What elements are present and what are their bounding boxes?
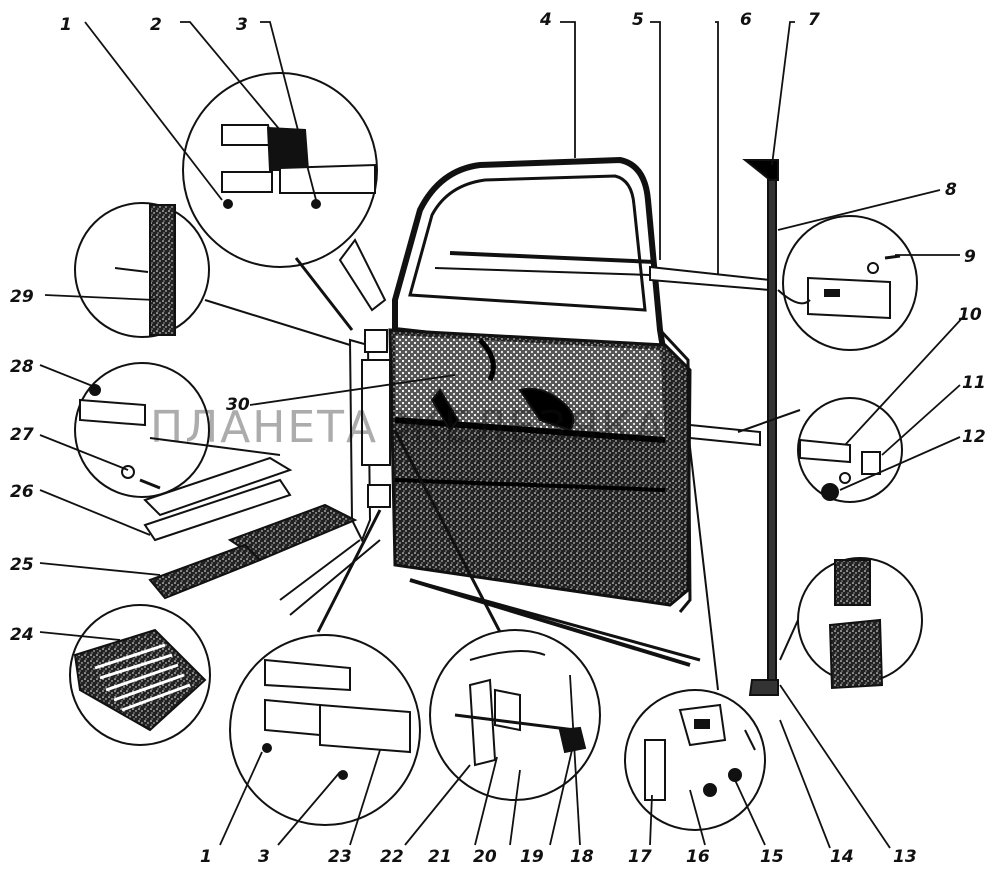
callout-18: 18 xyxy=(570,847,594,867)
callout-23: 23 xyxy=(328,847,352,867)
detail-rubber-seal xyxy=(779,557,923,690)
watermark-text: ПЛАНЕТА ЖЕЛЕЗЯКА xyxy=(150,402,666,453)
callout-14: 14 xyxy=(830,847,854,867)
callout-5: 5 xyxy=(632,10,644,30)
callout-30: 30 xyxy=(226,395,250,415)
detail-lock-mechanism xyxy=(393,429,601,801)
detail-bracket xyxy=(777,215,918,351)
callout-10: 10 xyxy=(958,305,982,325)
callout-16: 16 xyxy=(686,847,710,867)
callout-8: 8 xyxy=(945,180,957,200)
detail-striker xyxy=(624,429,766,831)
callout-9: 9 xyxy=(964,247,976,267)
callout-3: 3 xyxy=(236,15,248,35)
callout-21: 21 xyxy=(428,847,452,867)
callout-7: 7 xyxy=(808,10,820,30)
callout-6: 6 xyxy=(740,10,752,30)
callout-27: 27 xyxy=(10,425,34,445)
detail-mat xyxy=(69,604,211,746)
callout-13: 13 xyxy=(893,847,917,867)
callout-1: 1 xyxy=(60,15,72,35)
callout-22: 22 xyxy=(380,847,404,867)
callout-24: 24 xyxy=(10,625,34,645)
callout-1-bottom: 1 xyxy=(200,847,212,867)
callout-4: 4 xyxy=(539,10,552,30)
callout-numbers: 1 2 3 4 5 6 7 8 9 10 11 12 13 14 15 16 1… xyxy=(10,10,986,867)
callout-11: 11 xyxy=(962,373,986,393)
callout-20: 20 xyxy=(473,847,497,867)
callout-19: 19 xyxy=(520,847,544,867)
floor-mats xyxy=(143,456,358,600)
callout-12: 12 xyxy=(962,427,986,447)
callout-25: 25 xyxy=(10,555,34,575)
callout-28: 28 xyxy=(10,357,34,377)
callout-2: 2 xyxy=(150,15,162,35)
callout-3-bottom: 3 xyxy=(258,847,270,867)
leader-lines xyxy=(39,21,966,849)
detail-hinge-bottom xyxy=(229,509,421,826)
door-assembly xyxy=(279,156,779,696)
detail-hinge-top xyxy=(182,72,378,331)
detail-pillar-seal xyxy=(74,202,351,346)
detail-sill-plate xyxy=(74,362,281,498)
callout-17: 17 xyxy=(628,847,652,867)
callout-15: 15 xyxy=(760,847,784,867)
callout-26: 26 xyxy=(10,482,34,502)
callout-29: 29 xyxy=(10,287,34,307)
detail-lock-plate xyxy=(737,397,903,503)
